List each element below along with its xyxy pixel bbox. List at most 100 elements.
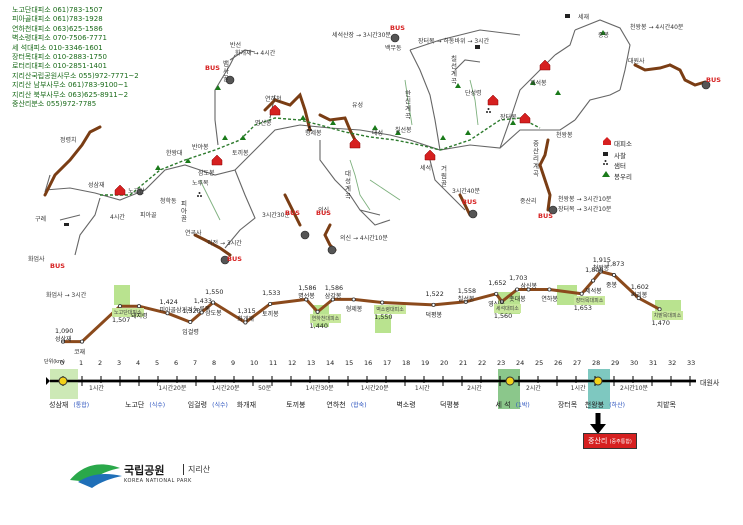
profile-point [463, 299, 468, 304]
peak-icons [155, 30, 606, 170]
profile-elevation: 1,315 [237, 307, 256, 316]
profile-elevation: 1,522 [425, 289, 444, 298]
valley-label-banseon: 뱀사골 [221, 60, 229, 83]
destination-name: 중산리 [588, 437, 608, 445]
km-bar [46, 369, 696, 434]
km-tick-label: 22 [478, 359, 487, 367]
profile-point [304, 297, 309, 302]
km-tick-label: 23 [497, 359, 506, 367]
route-place-name: 화개재 [236, 401, 257, 409]
route-place: 노고단 (식수) [125, 392, 165, 411]
map-label-nobujeon: 노루목 [192, 180, 209, 187]
map-label-myeongseonbong: 명선봉 [255, 120, 272, 127]
km-tick-label: 25 [535, 359, 544, 367]
office-item: 연하천대피소 063)625-1586 [12, 24, 103, 33]
route-place-name: 임걸령 [187, 401, 208, 409]
map-label-danseongryeong: 단성령 [465, 90, 482, 97]
km-tick-label: 16 [364, 359, 373, 367]
map-label-yeongok: 연곡사 [185, 230, 202, 237]
km-tick-label: 32 [668, 359, 677, 367]
km-tick-label: 4 [136, 359, 141, 367]
map-label-baemusa: 백무동 [385, 45, 402, 52]
profile-peak-name: 써리봉 [630, 292, 648, 300]
profile-peak-name: 돼지령 [131, 313, 148, 321]
profile-elevation: 1,915 [592, 256, 611, 265]
profile-elevation: 1,558 [457, 286, 477, 295]
segment-time: 1시간30분 [305, 383, 334, 392]
streams [199, 79, 479, 221]
map-label-jungsanri: 중산리 [520, 198, 537, 205]
map-label-uisin-time: 의신 → 4시간10분 [340, 235, 388, 242]
route-place: 치밭목 [651, 392, 681, 411]
map-label-yeonha: 연하천 [265, 96, 282, 103]
profile-point [211, 300, 216, 305]
bus-stops [136, 33, 711, 265]
profile-elevation: 1,533 [262, 288, 281, 297]
logo-mark [70, 464, 122, 488]
km-tick-label: 20 [440, 359, 449, 367]
profile-point [136, 304, 141, 309]
map-label-hwaom-time: 화엄사 → 3시간 [46, 292, 87, 299]
profile-elevation: 1,440 [309, 321, 328, 330]
map-label-hwaeomsa: 화엄사 [28, 256, 45, 263]
km-tick-label: 13 [307, 359, 316, 367]
valley-label-piagol: 피아골 [179, 200, 187, 223]
profile-peak-name: 제석봉 [585, 287, 602, 295]
bus-label: BUS [538, 212, 553, 220]
route-place-sub: (식수) [149, 402, 166, 409]
legend-icons [602, 137, 611, 177]
profile-point [598, 269, 603, 274]
km-tick-label: 27 [573, 359, 582, 367]
profile-peak-name: 노루목 [193, 306, 211, 314]
map-label-cheonwangbong-right: 천왕봉 → 4시간40분 [630, 24, 684, 31]
profile-peak-name: 형제봉 [345, 306, 363, 314]
map-label-jangteomok: 장터목 → 하동바위 → 3시간 [418, 38, 490, 45]
km-tick-label: 0 [60, 359, 65, 367]
map-label-jangteomok-time2: 장터목 → 3시간10분 [558, 206, 612, 213]
route-place-sub: (합숙) [350, 402, 367, 409]
profile-shelter-name: 벽소령대피소 [374, 304, 406, 314]
profile-point [657, 307, 662, 312]
profile-point [380, 300, 385, 305]
map-label-seongsamjae: 성삼재 [88, 182, 105, 189]
bus-label: BUS [462, 198, 477, 206]
km-tick-label: 2 [98, 359, 103, 367]
office-item: 지리산국립공원사무소 055)972-7771~2 [12, 71, 139, 80]
profile-point [80, 339, 85, 344]
route-place: 세 석 (1박) [496, 392, 530, 411]
profile-point [494, 291, 499, 296]
profile-peak-name: 성삼재 [55, 335, 72, 343]
km-tick-label: 8 [212, 359, 217, 367]
destination-box[interactable]: 중산리 (중주통합) [583, 433, 637, 449]
map-label-jeongryeongchi: 정령치 [60, 137, 77, 144]
office-item: 로터리대피소 010-2851-1401 [12, 62, 107, 71]
profile-shelter-name: 세석대피소 [493, 303, 521, 313]
profile-peak-name: 칠선봉 [457, 295, 475, 303]
map-label-chiljae-time: 3시간30분 [262, 212, 291, 219]
profile-elevation: 1,560 [493, 311, 513, 320]
map-label-cheonwangbong: 천왕봉 [556, 132, 573, 139]
profile-peak-name: 덕평봉 [425, 311, 443, 319]
map-label-yuseong: 유성 [352, 102, 364, 109]
profile-shelter-name: 치밭목대피소 [651, 311, 684, 321]
route-place-sub: (통합) [73, 402, 90, 409]
approach-trails [43, 63, 707, 257]
route-place-name: 치밭목 [656, 401, 676, 409]
km-tick-label: 26 [554, 359, 563, 367]
map-label-chilseonbong: 칠선봉 [395, 127, 412, 134]
profile-point [579, 291, 584, 296]
office-item: 지리산 북부사무소 063)625-8911~2 [12, 90, 129, 99]
bus-label: BUS [706, 76, 721, 84]
profile-point [199, 310, 204, 315]
km-tick-label: 31 [649, 359, 658, 367]
route-place: 임걸령 (식수) [187, 392, 228, 411]
route-place: 연하천 (합숙) [326, 392, 366, 411]
profile-elevation: 1,470 [651, 319, 670, 328]
map-label-daeseong: 대성 [372, 130, 384, 137]
route-place-name: 토끼봉 [286, 401, 306, 409]
route-place-name: 천왕봉 [584, 401, 605, 409]
profile-point [636, 296, 641, 301]
route-place-name: 성삼재 [49, 401, 69, 409]
map-label-hanwang: 한왕대 [166, 150, 183, 157]
